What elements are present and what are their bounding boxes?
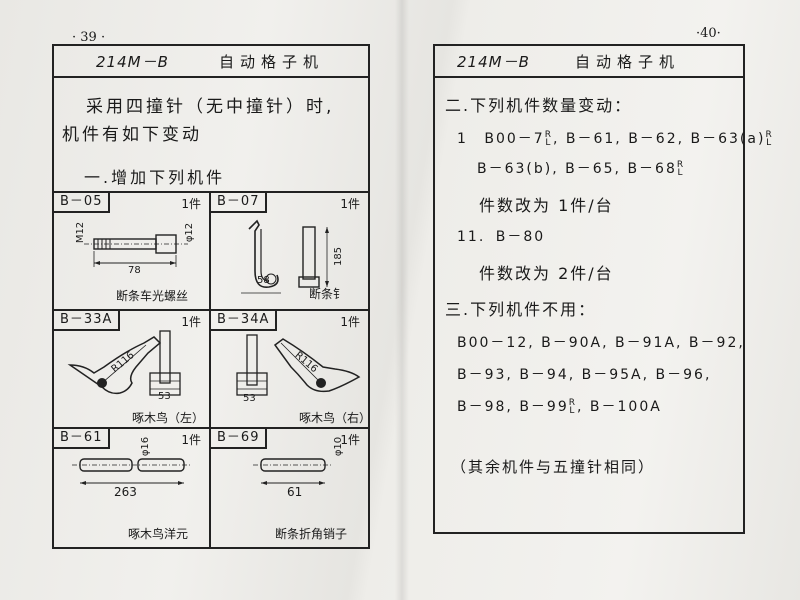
- item-2-prefix: 11.: [457, 229, 486, 245]
- sub-r: R: [544, 130, 553, 140]
- sub-l: L: [569, 406, 577, 416]
- unused-line-1: B00－12, B－90A, B－91A, B－92,: [457, 335, 745, 351]
- part-caption: 断条折角销子: [275, 527, 348, 541]
- page-gutter: [395, 0, 409, 600]
- part-id: B－61: [54, 429, 111, 449]
- dim-label: φ16: [140, 436, 152, 457]
- hook-lever-drawing: [241, 219, 329, 294]
- sub-r: R: [765, 130, 774, 140]
- pin-drawing: [253, 458, 333, 485]
- dim-label: 53: [158, 391, 171, 402]
- part-cell-b07: B－07 1件 185 58 断条钅: [211, 193, 368, 311]
- dim-label: 58: [257, 275, 270, 286]
- woodpecker-right-drawing: [236, 334, 361, 396]
- dim-label: 185: [333, 246, 345, 267]
- intro-line-1: 采用四撞针（无中撞针）时,: [86, 97, 335, 117]
- part-qty: 1件: [340, 197, 360, 211]
- part-caption: 啄木鸟（右）: [299, 411, 372, 425]
- right-header-model: 214M－B: [457, 52, 530, 71]
- note-text: （其余机件与五撞针相同）: [451, 458, 656, 476]
- sub-l: L: [677, 168, 685, 178]
- part-caption: 啄木鸟（左）: [132, 411, 205, 425]
- item-2-line: 11. B－80: [457, 226, 545, 246]
- part-cell-b05: B－05 1件 M12 φ12 78 断条车光螺丝: [54, 193, 211, 311]
- section-heading-quantity: 二.下列机件数量变动：: [445, 96, 633, 115]
- dim-label: φ10: [333, 436, 345, 457]
- part-caption: 啄木鸟洋元: [128, 527, 189, 541]
- item-2-part: B－80: [495, 229, 546, 245]
- part-cell-b33a: B－33A 1件 R116 53 啄木鸟（左）: [54, 311, 211, 429]
- unused-line-3a: B－98, B－99: [457, 399, 569, 415]
- sub-l: L: [545, 138, 553, 148]
- sub-r: R: [676, 160, 686, 170]
- item-1-rest: , B－61, B－62, B－63(a): [552, 131, 766, 147]
- section-heading-add: 一.增加下列机件: [84, 168, 226, 187]
- part-qty: 1件: [181, 197, 201, 211]
- item-1-line-2-text: B－63(b), B－65, B－68: [477, 161, 677, 177]
- unused-line-3b: , B－100A: [577, 399, 662, 415]
- part-caption: 断条钅: [309, 287, 346, 301]
- dim-label: 53: [243, 393, 256, 404]
- left-header-title: 自动格子机: [219, 52, 325, 71]
- left-header: 214M－B 自动格子机: [54, 46, 368, 78]
- part-qty: 1件: [181, 433, 201, 447]
- part-id: B－33A: [54, 311, 121, 331]
- woodpecker-left-drawing: [67, 330, 181, 396]
- dim-label: M12: [75, 221, 87, 244]
- part-id: B－07: [211, 193, 268, 213]
- sub-l: L: [766, 138, 774, 148]
- part-qty: 1件: [340, 315, 360, 329]
- part-cell-b34a: B－34A 1件 R116 53 啄木鸟（右）: [211, 311, 372, 429]
- right-header: 214M－B 自动格子机: [435, 46, 743, 78]
- part-cell-b61: B－61 1件 φ16 263 啄木鸟洋元: [54, 429, 211, 549]
- sub-r: R: [568, 398, 578, 408]
- bolt-drawing: [84, 234, 188, 267]
- item-1-prefix: 1: [457, 131, 468, 147]
- part-cell-b69: B－69 1件 φ10 61 断条折角销子: [211, 429, 368, 549]
- right-header-title: 自动格子机: [575, 52, 681, 71]
- item-2-change: 件数改为 2件/台: [479, 264, 614, 283]
- dim-label: 78: [128, 265, 141, 276]
- part-qty: 1件: [181, 315, 201, 329]
- part-id: B－34A: [211, 311, 278, 331]
- round-pin-drawing: [72, 458, 192, 485]
- intro-line-2: 机件有如下变动: [62, 125, 202, 145]
- left-page-number: · 39 ·: [72, 30, 106, 45]
- dim-label: 263: [114, 485, 137, 499]
- dim-label: 61: [287, 485, 303, 499]
- left-header-model: 214M－B: [96, 52, 169, 71]
- parts-grid: B－05 1件 M12 φ12 78 断条车光螺丝: [54, 191, 372, 549]
- section-heading-unused: 三.下列机件不用：: [445, 300, 597, 319]
- dim-label: φ12: [184, 222, 196, 243]
- part-id: B－69: [211, 429, 268, 449]
- part-qty: 1件: [340, 433, 360, 447]
- item-1-part: B00－7: [484, 131, 545, 147]
- part-caption: 断条车光螺丝: [116, 289, 189, 303]
- part-id: B－05: [54, 193, 111, 213]
- left-panel: 214M－B 自动格子机 采用四撞针（无中撞针）时, 机件有如下变动 一.增加下…: [52, 44, 372, 549]
- item-1-change: 件数改为 1件/台: [479, 196, 614, 215]
- unused-line-2: B－93, B－94, B－95A, B－96,: [457, 367, 712, 383]
- right-page-number: ·40·: [696, 26, 721, 41]
